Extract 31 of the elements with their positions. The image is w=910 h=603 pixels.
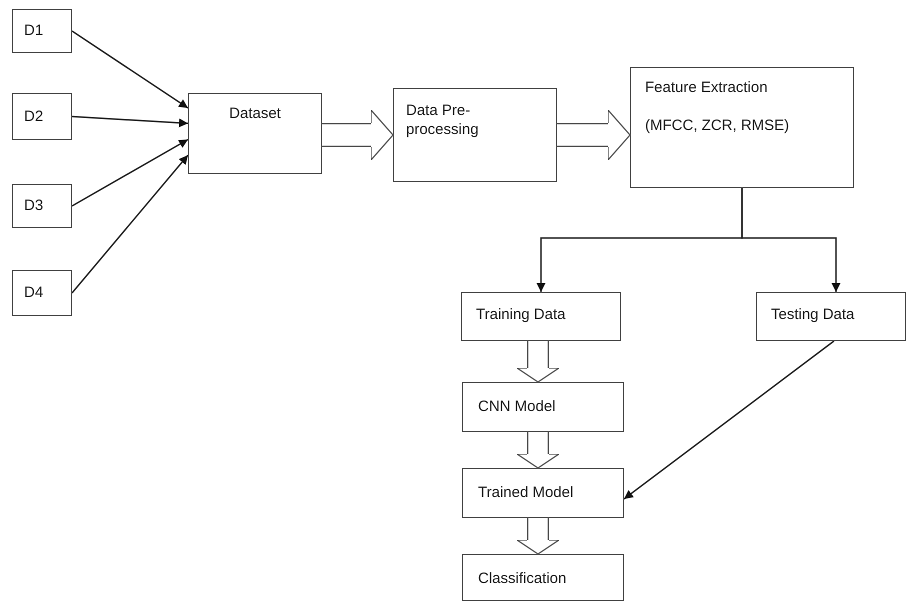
box-label: Classification: [478, 569, 566, 588]
box-label: Testing Data: [771, 305, 854, 324]
process-box: [188, 93, 322, 174]
process-box: [12, 184, 72, 228]
box-label: D4: [24, 283, 44, 302]
arrow: [624, 340, 834, 500]
process-box: [462, 554, 624, 601]
box-label: CNN Model: [478, 397, 556, 416]
process-box: [393, 88, 557, 182]
arrow: [71, 154, 189, 294]
box-label: D1: [24, 21, 44, 40]
process-box: [630, 67, 854, 188]
box-label: Training Data: [476, 305, 566, 324]
box-label: D2: [24, 107, 44, 126]
process-box: [12, 270, 72, 316]
box-label: Data Pre-processing: [406, 101, 480, 139]
box-label: (MFCC, ZCR, RMSE): [645, 116, 790, 135]
process-box: [462, 382, 624, 432]
box-label: Dataset: [229, 104, 281, 123]
process-box: [461, 292, 621, 341]
arrow: [72, 30, 188, 109]
process-box: [756, 292, 906, 341]
arrow: [72, 116, 188, 128]
process-box: [462, 468, 624, 518]
box-label: Feature Extraction: [645, 78, 768, 97]
box-label: D3: [24, 196, 44, 215]
process-box: [12, 93, 72, 140]
arrow: [741, 188, 840, 292]
box-label: Trained Model: [478, 483, 574, 502]
arrow: [72, 138, 188, 207]
process-box: [12, 9, 72, 53]
